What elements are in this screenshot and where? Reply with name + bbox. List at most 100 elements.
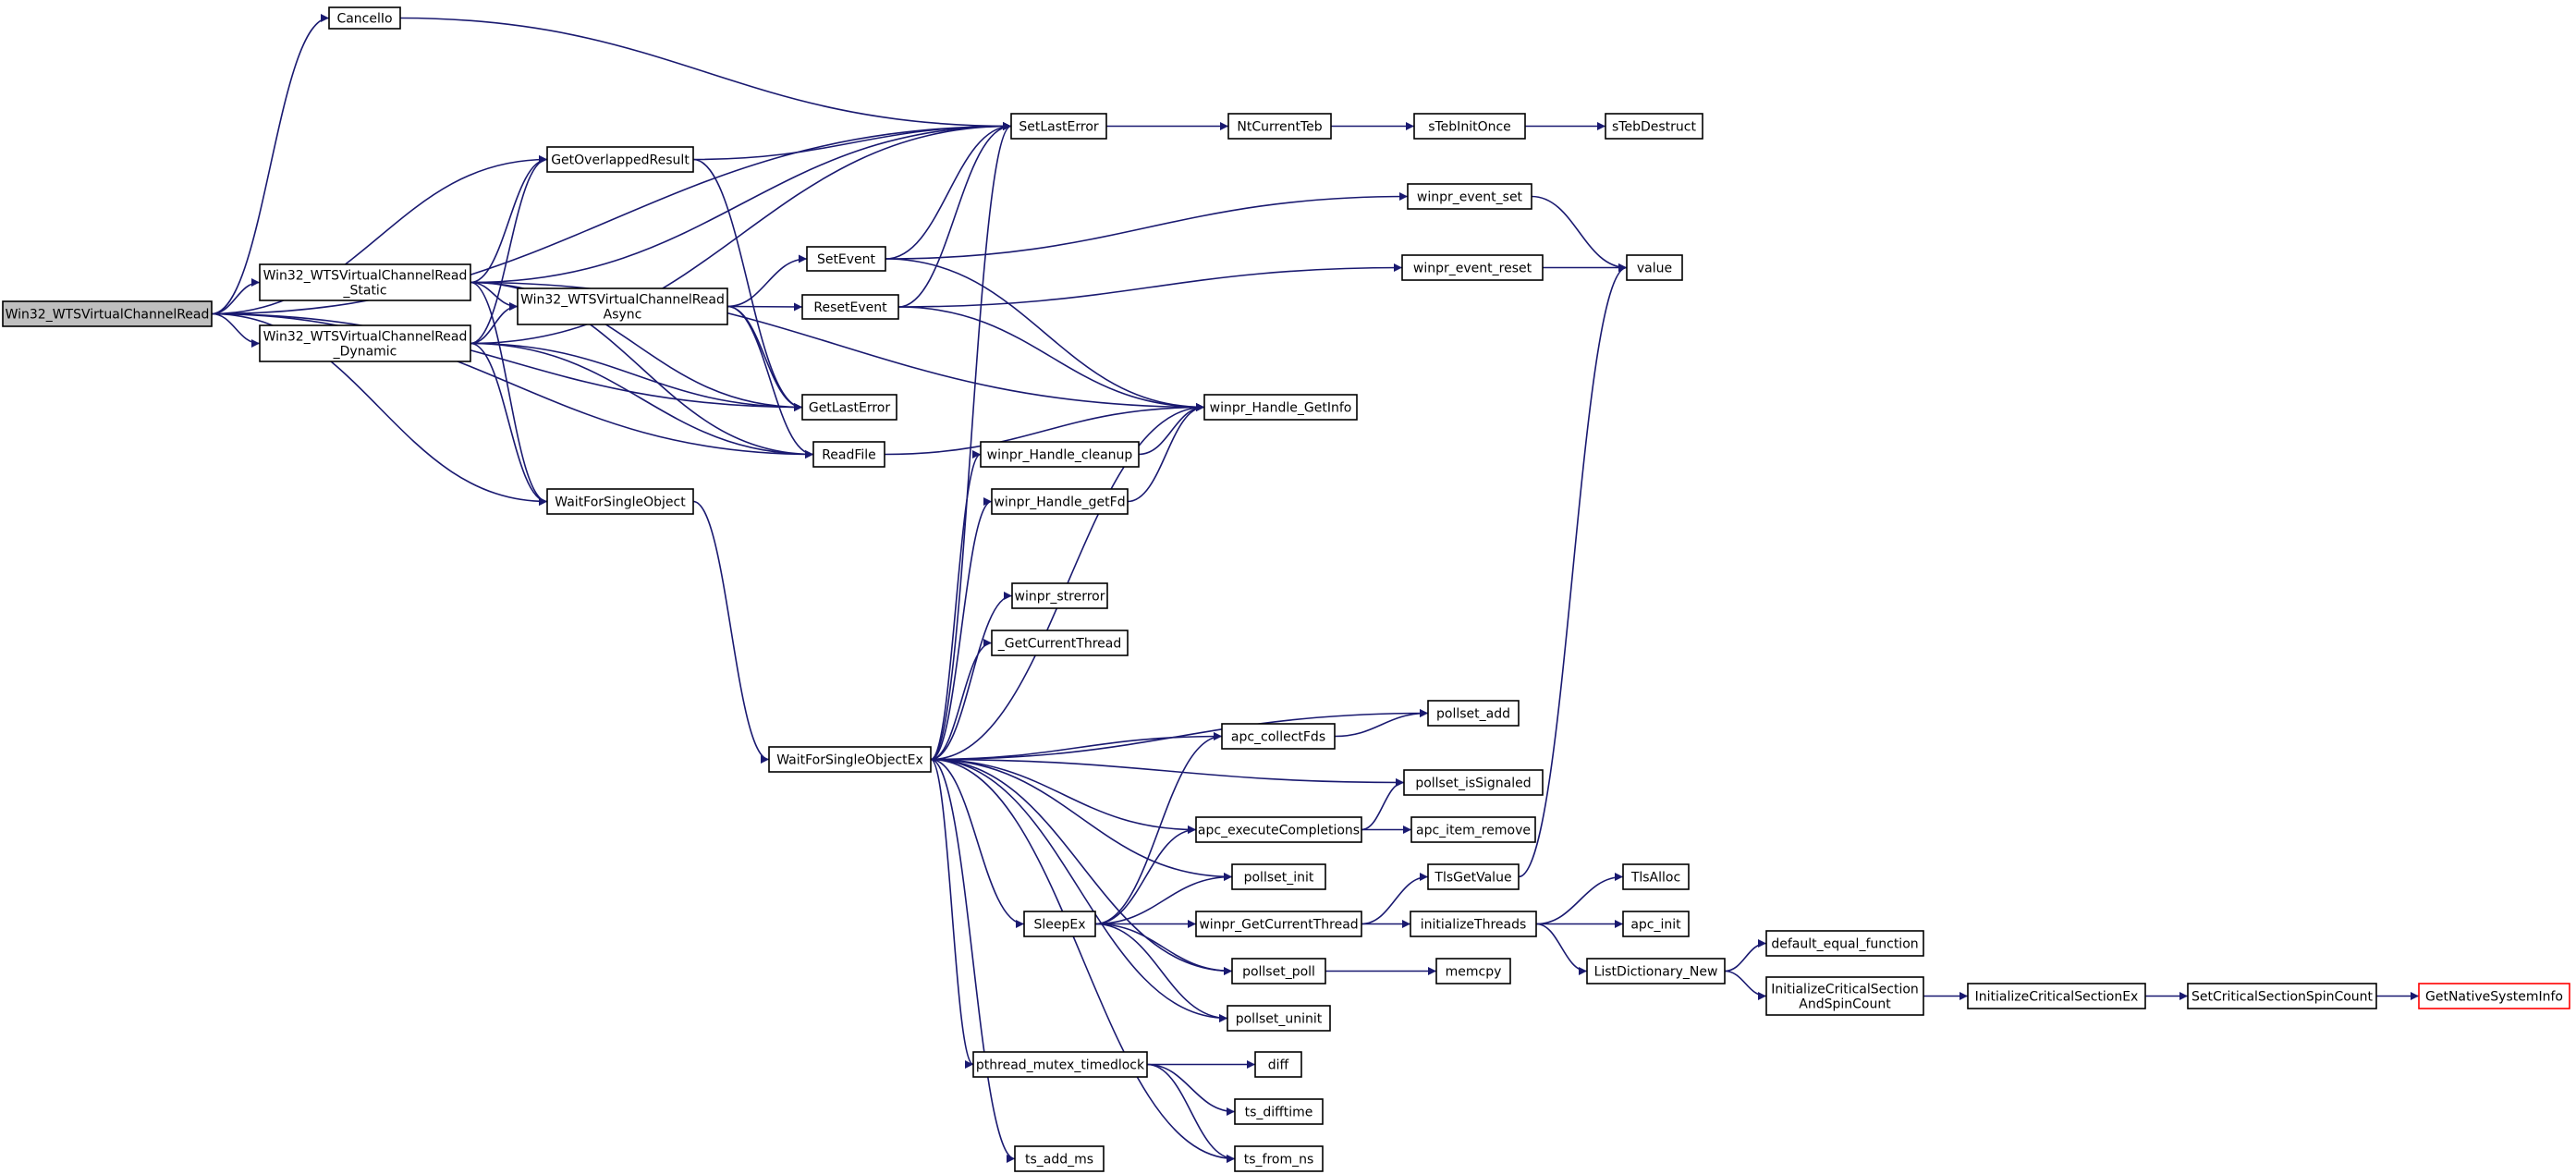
node-resetevent[interactable]: ResetEvent (801, 294, 899, 320)
edge-root-to-getoverlappedresult (211, 155, 548, 315)
node-box (991, 630, 1129, 656)
node-tlsgetvalue[interactable]: TlsGetValue (1427, 863, 1520, 890)
node-label: TlsAlloc (1630, 871, 1680, 886)
edge-waitforsingleobjectex-to-pollset-issignaled (930, 758, 1405, 787)
node-winpr-handle-getinfo[interactable]: winpr_Handle_GetInfo (1203, 394, 1358, 421)
edge-initializethreads-to-tlsalloc (1535, 873, 1624, 925)
node-ts-add-ms[interactable]: ts_add_ms (1014, 1145, 1105, 1172)
node-sleepex[interactable]: SleepEx (1023, 911, 1096, 937)
node-ts-difftime[interactable]: ts_difftime (1234, 1098, 1324, 1125)
node-pollset-uninit[interactable]: pollset_uninit (1227, 1005, 1331, 1032)
node-label: winpr_event_set (1417, 190, 1523, 205)
node-label: Win32_WTSVirtualChannelRead (6, 308, 210, 323)
edge-dynamic-to-getoverlappedresult (470, 155, 548, 345)
node-initcritsectex[interactable]: InitializeCriticalSectionEx (1967, 983, 2146, 1009)
node-label: winpr_strerror (1015, 590, 1105, 605)
node-label: sTebInitOnce (1428, 120, 1511, 135)
node-static[interactable]: Win32_WTSVirtualChannelRead_Static (259, 263, 471, 301)
node-winpr-handle-getfd[interactable]: winpr_Handle_getFd (991, 488, 1129, 515)
edge-sleepex-to-apc-collectfds (1094, 732, 1223, 925)
node-pollset-add[interactable]: pollset_add (1427, 700, 1520, 727)
node-box (1435, 958, 1511, 984)
edge-initializethreads-to-listdictionary-new (1535, 923, 1588, 975)
node-box (1010, 113, 1107, 140)
node-setlasterror[interactable]: SetLastError (1010, 113, 1107, 140)
node-tlsalloc[interactable]: TlsAlloc (1622, 863, 1690, 890)
node-default-equal-function[interactable]: default_equal_function (1765, 930, 1924, 957)
node-box (259, 324, 471, 362)
node-box (1765, 930, 1924, 957)
node-box (1014, 1145, 1105, 1172)
node-stebinitonce[interactable]: sTebInitOnce (1413, 113, 1526, 140)
node-label: apc_item_remove (1416, 824, 1531, 838)
node-apc-item-remove[interactable]: apc_item_remove (1410, 816, 1536, 843)
edge-waitforsingleobjectex-to-getcurrentthread (930, 639, 993, 761)
node-box (1403, 769, 1544, 796)
node-apc-collectfds[interactable]: apc_collectFds (1221, 723, 1336, 750)
node-winpr-event-set[interactable]: winpr_event_set (1407, 183, 1532, 210)
node-ts-from-ns[interactable]: ts_from_ns (1234, 1145, 1324, 1172)
node-box (972, 1051, 1148, 1078)
edge-apc-executecompletions-to-pollset-issignaled (1361, 778, 1405, 831)
node-winpr-getcurrentthread[interactable]: winpr_GetCurrentThread (1195, 911, 1362, 937)
node-winpr-strerror[interactable]: winpr_strerror (1011, 582, 1108, 609)
edge-waitforsingleobjectex-to-winpr-strerror (930, 592, 1013, 761)
edge-dynamic-to-async (470, 302, 519, 345)
node-label: Win32_WTSVirtualChannelRead (520, 293, 725, 308)
node-box (2187, 983, 2377, 1009)
node-readfile[interactable]: ReadFile (812, 441, 885, 468)
edge-setevent-to-winpr-event-set (885, 192, 1409, 260)
node-value[interactable]: value (1626, 254, 1683, 281)
node-label: diff (1268, 1058, 1289, 1073)
node-setcritspincount[interactable]: SetCriticalSectionSpinCount (2187, 983, 2377, 1009)
node-apc-executecompletions[interactable]: apc_executeCompletions (1195, 816, 1362, 843)
edge-async-to-readfile (726, 305, 814, 459)
node-memcpy[interactable]: memcpy (1435, 958, 1511, 984)
node-label: Win32_WTSVirtualChannelRead (263, 269, 468, 284)
node-label: GetNativeSystemInfo (2425, 990, 2563, 1005)
node-apc-init[interactable]: apc_init (1622, 911, 1690, 937)
edge-dynamic-to-setlasterror (470, 122, 1012, 345)
node-box (1622, 911, 1690, 937)
node-getoverlappedresult[interactable]: GetOverlappedResult (546, 146, 694, 173)
node-box (1195, 816, 1362, 843)
node-waitforsingleobject[interactable]: WaitForSingleObject (546, 488, 694, 515)
node-winpr-event-reset[interactable]: winpr_event_reset (1401, 254, 1544, 281)
node-label: NtCurrentTeb (1237, 120, 1322, 135)
edge-pthread-mutex-timedlock-to-ts-difftime (1146, 1063, 1236, 1116)
node-label: GetLastError (809, 401, 890, 416)
node-pollset-poll[interactable]: pollset_poll (1231, 958, 1326, 984)
node-dynamic[interactable]: Win32_WTSVirtualChannelRead_Dynamic (259, 324, 471, 362)
node-waitforsingleobjectex[interactable]: WaitForSingleObjectEx (768, 746, 932, 773)
node-getlasterror[interactable]: GetLastError (801, 394, 897, 421)
node-getcurrentthread[interactable]: _GetCurrentThread (991, 630, 1129, 656)
node-pollset-issignaled[interactable]: pollset_isSignaled (1403, 769, 1544, 796)
node-ntcurrentteb[interactable]: NtCurrentTeb (1227, 113, 1332, 140)
node-label: initializeThreads (1421, 918, 1527, 933)
node-stebdestruct[interactable]: sTebDestruct (1605, 113, 1703, 140)
edge-root-to-dynamic (211, 312, 261, 348)
node-label: winpr_Handle_GetInfo (1210, 401, 1352, 416)
node-initializethreads[interactable]: initializeThreads (1410, 911, 1537, 937)
node-label: AndSpinCount (1799, 997, 1891, 1012)
node-box (1407, 183, 1532, 210)
node-cancelio[interactable]: CancelIo (328, 6, 401, 30)
node-box (546, 488, 694, 515)
node-setevent[interactable]: SetEvent (806, 246, 886, 272)
node-box (259, 263, 471, 301)
node-label: apc_init (1630, 918, 1681, 933)
node-pollset-init[interactable]: pollset_init (1231, 863, 1326, 890)
edge-waitforsingleobjectex-to-pthread-mutex-timedlock (930, 758, 974, 1069)
node-listdictionary-new[interactable]: ListDictionary_New (1586, 958, 1726, 984)
node-diff[interactable]: diff (1254, 1051, 1302, 1078)
node-root[interactable]: Win32_WTSVirtualChannelRead (2, 300, 213, 327)
node-winpr-handle-cleanup[interactable]: winpr_Handle_cleanup (980, 441, 1140, 468)
node-box (1195, 911, 1362, 937)
node-pthread-mutex-timedlock[interactable]: pthread_mutex_timedlock (972, 1051, 1148, 1078)
node-getnativesysteminfo[interactable]: GetNativeSystemInfo (2418, 983, 2570, 1009)
edge-waitforsingleobjectex-to-pollset-uninit (930, 758, 1228, 1022)
node-box (1401, 254, 1544, 281)
